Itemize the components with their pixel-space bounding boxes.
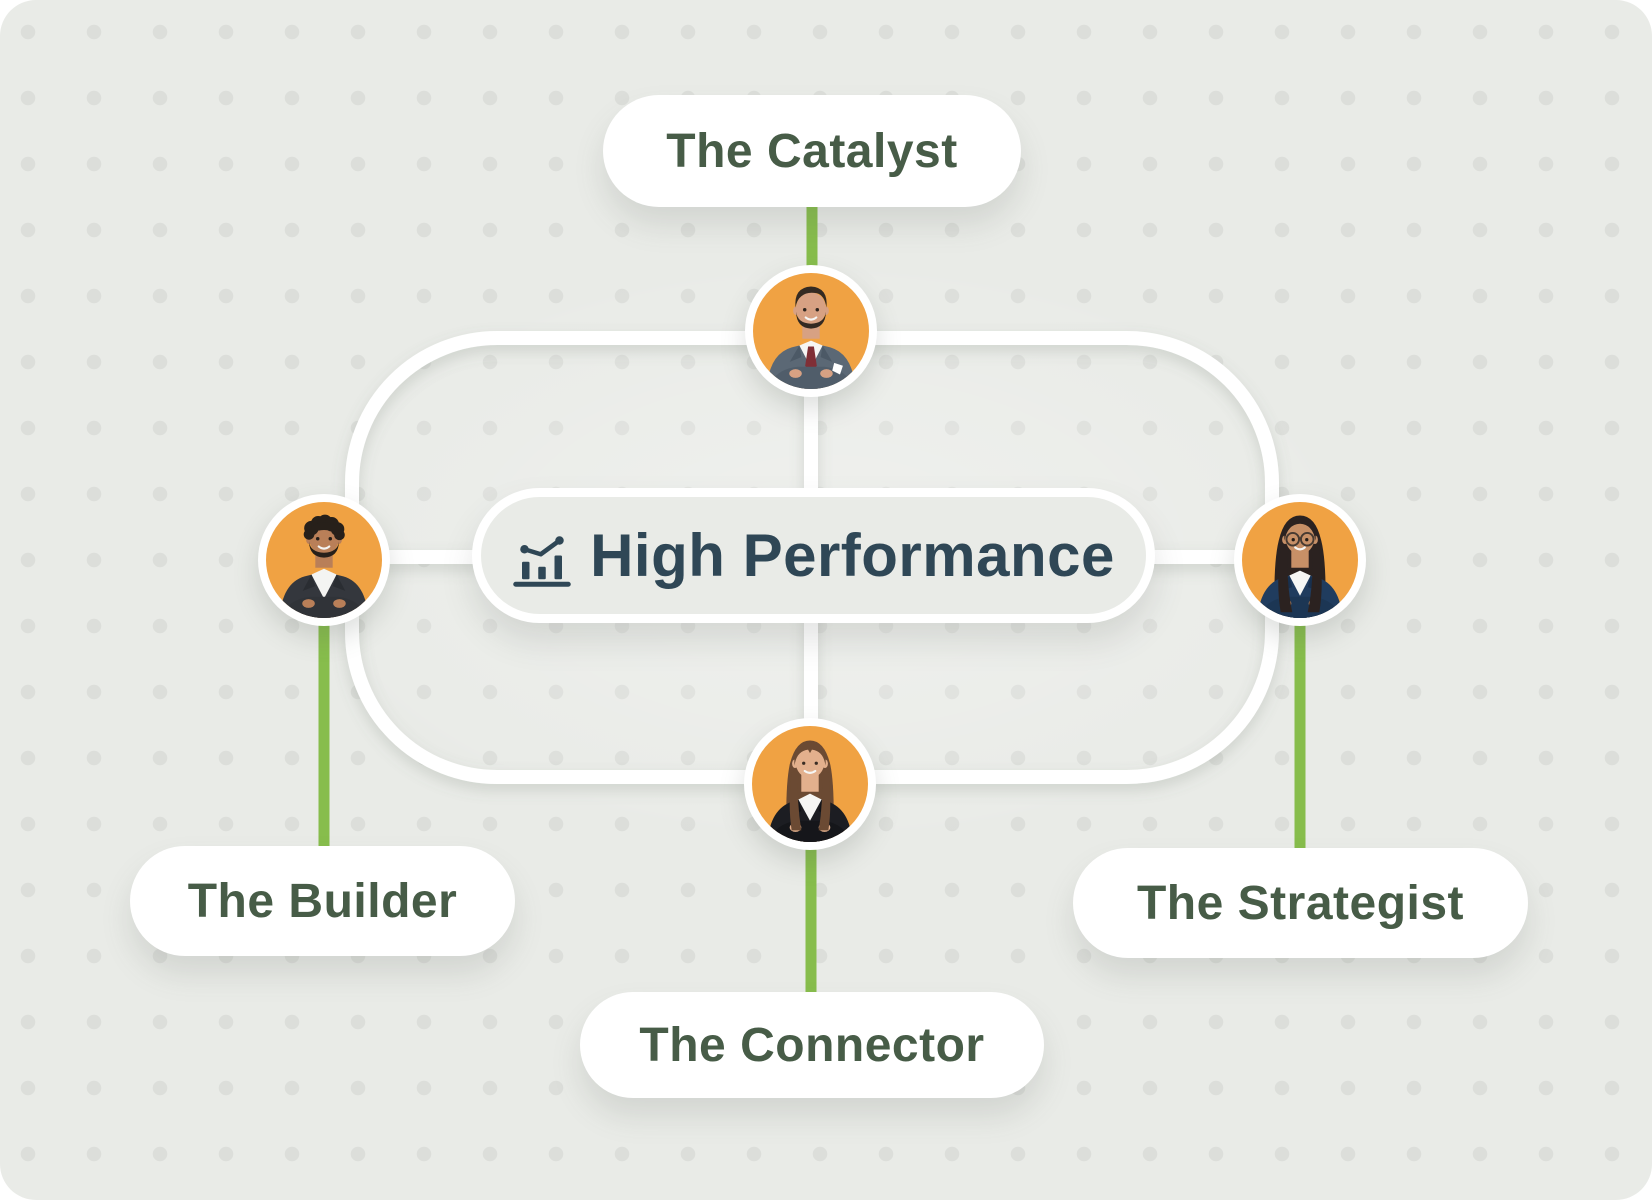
- person-illustration-builder: [279, 514, 369, 618]
- avatar-catalyst: [745, 265, 877, 397]
- node-pill-catalyst: The Catalyst: [603, 95, 1021, 207]
- node-pill-builder: The Builder: [130, 846, 515, 956]
- node-label-connector: The Connector: [639, 1018, 985, 1072]
- avatar-connector: [744, 718, 876, 850]
- avatar-connector-photo: [752, 726, 868, 842]
- node-label-catalyst: The Catalyst: [666, 124, 958, 178]
- avatar-builder: [258, 494, 390, 626]
- center-node: High Performance: [472, 488, 1155, 623]
- node-pill-strategist: The Strategist: [1073, 848, 1528, 958]
- combo-chart-icon: [513, 535, 571, 587]
- avatar-strategist: [1234, 494, 1366, 626]
- node-pill-connector: The Connector: [580, 992, 1044, 1098]
- node-label-builder: The Builder: [187, 874, 458, 928]
- avatar-builder-photo: [266, 502, 382, 618]
- person-illustration-catalyst: [766, 286, 856, 389]
- avatar-catalyst-photo: [753, 273, 869, 389]
- person-illustration-connector: [767, 740, 853, 842]
- node-label-strategist: The Strategist: [1136, 876, 1465, 930]
- center-label: High Performance: [590, 522, 1115, 589]
- green-connectors: [318, 202, 1306, 998]
- avatar-strategist-photo: [1242, 502, 1358, 618]
- person-illustration-strategist: [1257, 515, 1343, 618]
